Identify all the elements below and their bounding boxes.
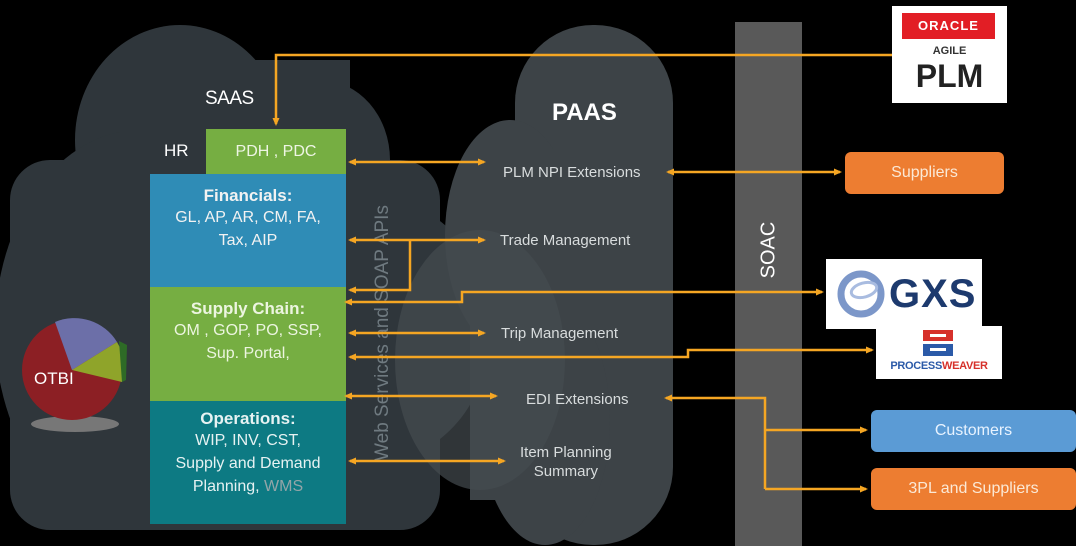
item-planning-line: Item Planning xyxy=(520,444,612,461)
connector-trade-supplychain xyxy=(348,240,412,294)
suppliers-box[interactable]: Suppliers xyxy=(845,152,1004,194)
connector-gxs-supplychain xyxy=(344,288,824,306)
paas-item-edi-extensions[interactable]: EDI Extensions xyxy=(526,391,629,408)
pie-chart-icon xyxy=(22,318,127,432)
operations-line: Supply and Demand xyxy=(175,455,321,472)
paas-title: PAAS xyxy=(552,99,617,126)
processweaver-text-part2: WEAVER xyxy=(942,360,988,372)
soac-bar xyxy=(735,22,802,546)
paas-item-trip-management[interactable]: Trip Management xyxy=(501,325,618,342)
oracle-brand: ORACLE xyxy=(902,13,995,39)
connector-processweaver-supplychain xyxy=(348,346,874,361)
operations-heading: Operations: xyxy=(200,409,296,428)
pdh-pdc-module[interactable]: PDH , PDC xyxy=(206,129,346,174)
supply-chain-line: OM , GOP, PO, SSP, xyxy=(174,322,322,339)
operations-line: Planning, xyxy=(192,478,260,495)
gxs-logo[interactable]: GXS xyxy=(826,259,982,329)
supply-chain-line: Sup. Portal, xyxy=(206,345,290,362)
processweaver-mark-icon xyxy=(923,330,953,356)
financials-line: GL, AP, AR, CM, FA, xyxy=(175,209,321,226)
supply-chain-heading: Supply Chain: xyxy=(190,299,306,318)
otbi-label: OTBI xyxy=(34,369,74,388)
wms-label: WMS xyxy=(264,478,304,495)
saas-title: SAAS xyxy=(205,88,254,109)
supply-chain-module[interactable]: Supply Chain: OM , GOP, PO, SSP, Sup. Po… xyxy=(150,287,346,401)
operations-line-planning: Planning, WMS xyxy=(150,475,346,498)
operations-line: WIP, INV, CST, xyxy=(195,432,301,449)
oracle-agile-plm-logo[interactable]: ORACLE AGILE PLM xyxy=(892,6,1007,103)
processweaver-text-part1: PROCESS xyxy=(890,360,943,372)
agile-text: AGILE xyxy=(932,45,967,57)
gxs-text: GXS xyxy=(889,272,977,316)
item-planning-line: Summary xyxy=(533,463,598,480)
financials-heading: Financials: xyxy=(203,186,293,205)
customers-box[interactable]: Customers xyxy=(871,410,1076,452)
operations-module[interactable]: Operations: WIP, INV, CST, Supply and De… xyxy=(150,401,346,524)
hr-module-label: HR xyxy=(164,141,189,160)
connector-oracle-to-pdh xyxy=(272,53,893,126)
3pl-suppliers-box[interactable]: 3PL and Suppliers xyxy=(871,468,1076,510)
processweaver-text: PROCESSWEAVER xyxy=(876,360,1002,372)
connector-edi-soac xyxy=(664,394,767,489)
paas-item-item-planning-summary[interactable]: Item Planning Summary xyxy=(520,443,612,481)
paas-item-trade-management[interactable]: Trade Management xyxy=(500,232,631,249)
financials-line: Tax, AIP xyxy=(218,232,278,249)
processweaver-logo[interactable]: PROCESSWEAVER xyxy=(876,326,1002,379)
paas-item-plm-npi[interactable]: PLM NPI Extensions xyxy=(503,164,641,181)
financials-module[interactable]: Financials: GL, AP, AR, CM, FA, Tax, AIP xyxy=(150,174,346,287)
gxs-globe-icon xyxy=(837,270,885,318)
plm-text: PLM xyxy=(915,58,984,94)
